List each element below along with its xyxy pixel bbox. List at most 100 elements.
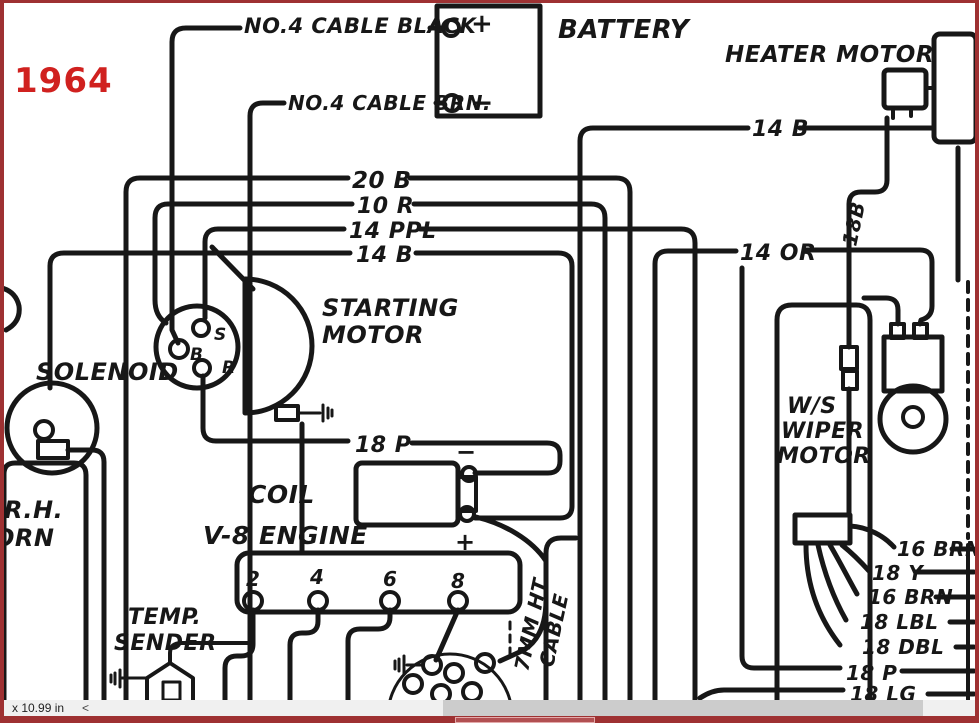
- rh-horn-label-1: R.H.: [4, 496, 63, 524]
- coil-body: [353, 460, 461, 528]
- wire-14ppl-label: 14 PPL: [349, 219, 437, 244]
- heater-motor-label: HEATER MOTOR: [725, 42, 934, 68]
- terminal-s-label: S: [214, 325, 227, 345]
- fan-wire-18y: [839, 542, 977, 575]
- inline-connector-lower: [841, 369, 859, 391]
- coil-terminal-minus: [460, 465, 478, 483]
- wiper-label-2: WIPER: [781, 419, 864, 444]
- wiper-motor-drum: [877, 383, 949, 455]
- wire-14ppl: [202, 226, 698, 703]
- wiper-motor-cap-right: [912, 322, 929, 340]
- starting-motor-foot: [274, 404, 300, 422]
- wire-20b-label: 20 B: [352, 168, 412, 194]
- solenoid-label: SOLENOID: [36, 358, 179, 386]
- status-bar: x 10.99 in <: [4, 700, 975, 716]
- wire-18b: [846, 115, 890, 518]
- cylinder-4-label: 4: [309, 565, 324, 589]
- year-label: 1964: [14, 61, 113, 101]
- prev-page-chevron-icon[interactable]: <: [82, 701, 90, 715]
- heater-motor-box: [881, 67, 929, 111]
- horn-bracket: [36, 439, 70, 460]
- temp-sender-ground-icon: [109, 668, 149, 689]
- wiper-motor-shaft: [901, 405, 925, 429]
- wire-wiper-cap: [861, 295, 901, 327]
- wires: [47, 25, 977, 703]
- fan-wire-16brn: [847, 523, 977, 552]
- wire-18p-label: 18 P: [355, 433, 411, 458]
- wiper-motor-cap-left: [889, 322, 906, 340]
- starting-motor-body: [242, 276, 315, 416]
- bottom-strip-segment[interactable]: [455, 717, 595, 723]
- wire-14or-label: 14 OR: [740, 241, 816, 266]
- temp-sender-body: [145, 661, 195, 702]
- plug-wire-6: [345, 607, 393, 703]
- inline-connector-upper: [839, 345, 859, 371]
- wiper-label-3: MOTOR: [777, 444, 871, 469]
- cylinder-6-terminal: [379, 590, 401, 612]
- temp-sender-lead: [168, 641, 252, 665]
- cylinder-2-label: 2: [246, 567, 260, 591]
- battery-plus-terminal: [441, 18, 461, 38]
- wire-18b-label: 18B: [837, 199, 870, 248]
- battery-plus-label: +: [471, 9, 493, 39]
- wiring-diagram-svg: 1964 NO.4 CABLE BLACK BATTERY + HEATER M…: [0, 3, 979, 723]
- wire-14b2: [47, 250, 575, 521]
- battery-minus-label: −: [470, 86, 494, 119]
- solenoid-terminal-b: [168, 338, 190, 360]
- battery-box: [434, 3, 543, 119]
- terminal-b-label: B: [190, 345, 203, 365]
- right-wire-label-16brn2: 16 BRN: [868, 585, 953, 609]
- solenoid-terminal-r: [192, 358, 212, 378]
- window-border-top: [0, 0, 979, 3]
- starting-motor-label-2: MOTOR: [322, 321, 424, 349]
- wire-18lg: [697, 687, 977, 701]
- wire-18p-right: [739, 265, 977, 674]
- coil-terminal-plus: [458, 505, 476, 523]
- heater-motor-body: [931, 31, 979, 145]
- cable-brn-label: NO.4 CABLE BRN.: [288, 91, 491, 115]
- wire-10r: [152, 201, 608, 703]
- right-wire-label-18y: 18 Y: [872, 561, 925, 585]
- battery-minus-terminal: [442, 93, 462, 113]
- page-size-label: x 10.99 in: [12, 701, 65, 715]
- wire-14b-label: 14 B: [752, 117, 809, 142]
- window-border-bottom: [0, 716, 979, 723]
- temp-sender-label-2: SENDER: [114, 631, 217, 656]
- cylinder-6-label: 6: [383, 567, 397, 591]
- coil-label: COIL: [248, 480, 315, 509]
- cylinder-2-terminal: [242, 590, 264, 612]
- components: [0, 3, 979, 723]
- plug-wire-2: [222, 607, 256, 703]
- wire-14b-heater: [577, 125, 937, 703]
- diagram-canvas: 1964 NO.4 CABLE BLACK BATTERY + HEATER M…: [0, 3, 979, 723]
- v8-engine-label: V-8 ENGINE: [203, 521, 368, 550]
- wiper-label-1: W/S: [787, 394, 837, 419]
- coil-neck: [456, 475, 478, 513]
- coil-plus-label: +: [455, 528, 476, 556]
- wire-10r-label: 10 R: [357, 194, 414, 219]
- starting-motor-ground-icon: [296, 403, 334, 423]
- wire-14b2-label: 14 B: [356, 243, 413, 268]
- cylinder-8-label: 8: [451, 569, 465, 593]
- solenoid-terminal-s: [191, 318, 211, 338]
- horizontal-scrollbar-thumb[interactable]: [443, 700, 923, 716]
- horn-body: [4, 380, 100, 476]
- wire-14or: [652, 247, 935, 703]
- battery-label: BATTERY: [558, 15, 692, 45]
- coil-minus-label: −: [456, 438, 477, 466]
- right-wire-label-18lbl: 18 LBL: [860, 610, 939, 634]
- distributor-ground-icon: [393, 654, 425, 676]
- right-wire-label-18p: 18 P: [846, 661, 897, 685]
- cable-black-label: NO.4 CABLE BLACK: [244, 14, 477, 38]
- ht-cable-outline: [543, 535, 579, 703]
- heater-motor-stubs: [891, 86, 936, 120]
- left-edge-blob: [0, 285, 22, 333]
- wiper-motor-body: [881, 334, 945, 394]
- engine-block: [234, 550, 523, 615]
- starting-motor-label-1: STARTING: [322, 294, 459, 322]
- solenoid-body: [153, 303, 241, 391]
- window-border-left: [0, 0, 4, 716]
- rh-horn-label-2: ORN: [4, 524, 54, 552]
- right-wire-label-16brn: 16 BRN: [897, 537, 975, 561]
